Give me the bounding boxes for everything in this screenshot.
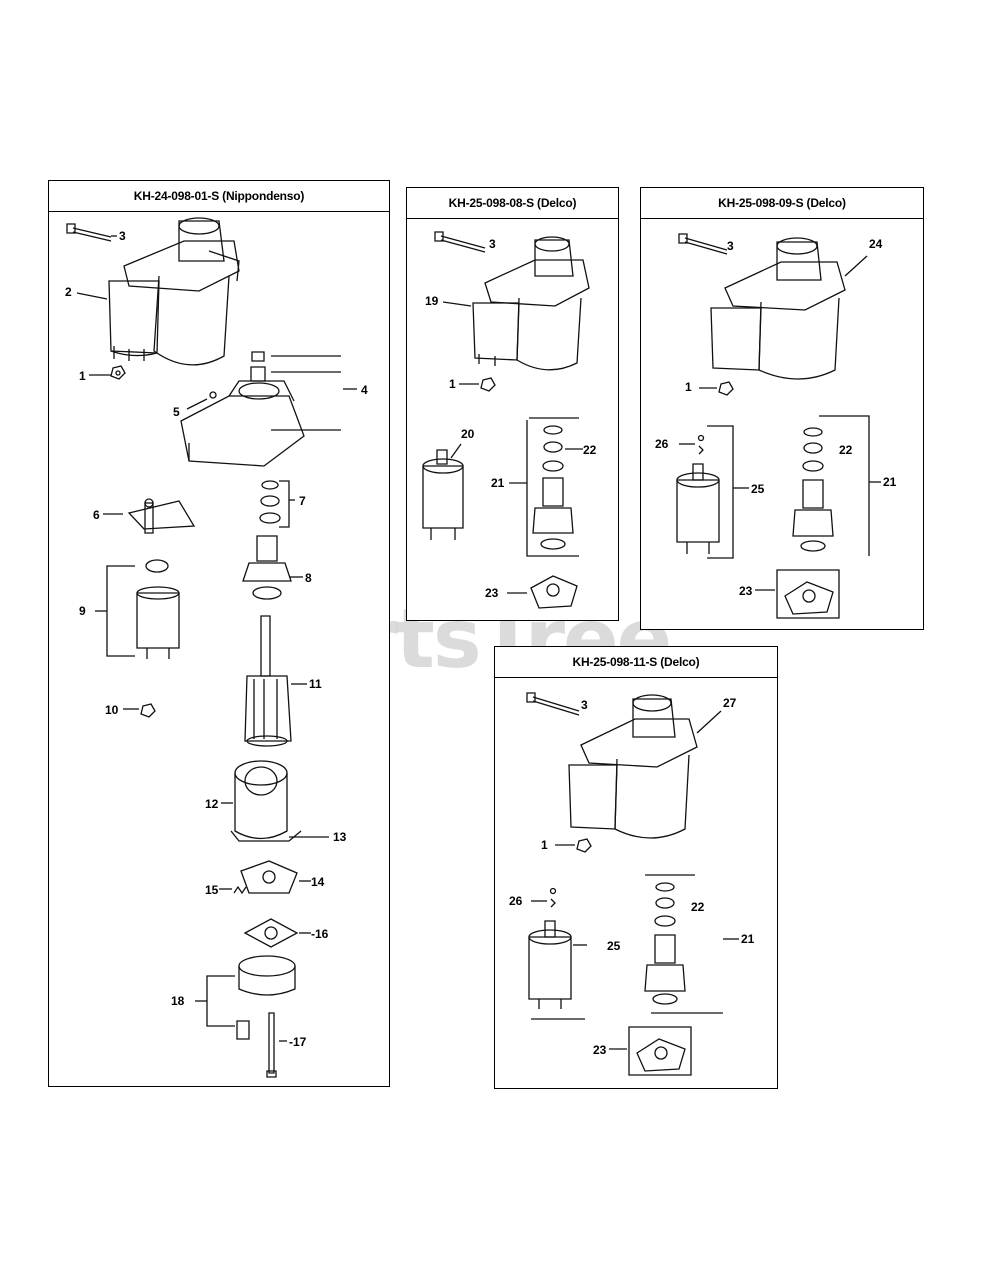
panel-delco-09: KH-25-098-09-S (Delco) xyxy=(640,187,924,630)
callout-1: 1 xyxy=(79,369,86,383)
callout-20: 20 xyxy=(461,427,475,441)
bolt-icon xyxy=(679,234,727,254)
callout-21: 21 xyxy=(883,475,897,489)
callout-6: 6 xyxy=(93,508,100,522)
callout-1: 1 xyxy=(541,838,548,852)
solenoid-icon xyxy=(423,450,463,540)
callout-13: 13 xyxy=(333,830,347,844)
callout-27: 27 xyxy=(723,696,737,710)
callout-17: -17 xyxy=(289,1035,307,1049)
callout-3: 3 xyxy=(581,698,588,712)
callout-26: 26 xyxy=(655,437,669,451)
starter-motor-icon xyxy=(109,218,239,365)
callout-3: 3 xyxy=(489,237,496,251)
callout-15: 15 xyxy=(205,883,219,897)
callout-9: 9 xyxy=(79,604,86,618)
callout-3: 3 xyxy=(727,239,734,253)
solenoid-icon xyxy=(677,464,719,554)
callout-23: 23 xyxy=(739,584,753,598)
callout-7: 7 xyxy=(299,494,306,508)
panel-title: KH-25-098-08-S (Delco) xyxy=(407,188,618,219)
drive-pinion-icon xyxy=(243,536,291,599)
callout-4: 4 xyxy=(361,383,368,397)
callout-26: 26 xyxy=(509,894,523,908)
callout-14: 14 xyxy=(311,875,325,889)
armature-icon xyxy=(245,616,291,746)
bolt-icon xyxy=(267,1013,276,1077)
callout-23: 23 xyxy=(485,586,499,600)
callout-18: 18 xyxy=(171,994,185,1008)
callout-10: 10 xyxy=(105,703,119,717)
callout-1: 1 xyxy=(685,380,692,394)
callout-24: 24 xyxy=(869,237,883,251)
callout-16: -16 xyxy=(311,927,329,941)
field-frame-icon xyxy=(231,761,301,841)
callout-22: 22 xyxy=(839,443,853,457)
drive-pinion-icon xyxy=(533,478,573,549)
callout-21: 21 xyxy=(491,476,505,490)
callout-23: 23 xyxy=(593,1043,607,1057)
brush-holder-icon xyxy=(241,861,297,893)
starter-motor-icon xyxy=(711,238,845,379)
panel-delco-08: KH-25-098-08-S (Delco) xyxy=(406,187,619,621)
callout-5: 5 xyxy=(173,405,180,419)
callout-21: 21 xyxy=(741,932,755,946)
bolt-icon xyxy=(67,224,111,241)
callout-11: 11 xyxy=(309,677,322,691)
plate-icon xyxy=(245,919,297,947)
callout-2: 2 xyxy=(65,285,72,299)
bolt-icon xyxy=(527,693,579,715)
bolt-icon xyxy=(435,232,485,252)
nut-icon xyxy=(481,378,495,391)
callout-22: 22 xyxy=(691,900,705,914)
panel-title: KH-24-098-01-S (Nippondenso) xyxy=(49,181,389,212)
starter-exploded-view xyxy=(407,188,620,622)
callout-22: 22 xyxy=(583,443,597,457)
panel-title: KH-25-098-09-S (Delco) xyxy=(641,188,923,219)
callout-3: 3 xyxy=(119,229,126,243)
callout-25: 25 xyxy=(607,939,621,953)
nut-icon xyxy=(719,382,733,395)
starter-exploded-view xyxy=(49,181,391,1088)
nut-icon xyxy=(111,366,125,379)
nut-icon xyxy=(141,704,155,717)
panel-title: KH-25-098-11-S (Delco) xyxy=(495,647,777,678)
starter-exploded-view xyxy=(641,188,925,631)
panel-delco-11: KH-25-098-11-S (Delco) xyxy=(494,646,778,1089)
callout-25: 25 xyxy=(751,482,765,496)
solenoid-icon xyxy=(529,921,571,1009)
shift-lever-icon xyxy=(129,499,194,533)
starter-motor-icon xyxy=(569,695,697,838)
callout-8: 8 xyxy=(305,571,312,585)
drive-pinion-icon xyxy=(645,935,685,1004)
solenoid-icon xyxy=(137,587,179,659)
nut-icon xyxy=(577,839,591,852)
callout-19: 19 xyxy=(425,294,439,308)
brush-holder-icon xyxy=(785,582,833,614)
drive-housing-icon xyxy=(181,381,304,466)
brush-holder-icon xyxy=(531,576,577,608)
end-cover-icon xyxy=(239,956,295,995)
panel-nippondenso: KH-24-098-01-S (Nippondenso) xyxy=(48,180,390,1087)
callout-1: 1 xyxy=(449,377,456,391)
brush-holder-icon xyxy=(637,1039,685,1071)
drive-pinion-icon xyxy=(793,480,833,551)
callout-12: 12 xyxy=(205,797,219,811)
starter-exploded-view xyxy=(495,647,779,1090)
starter-motor-icon xyxy=(473,237,589,370)
